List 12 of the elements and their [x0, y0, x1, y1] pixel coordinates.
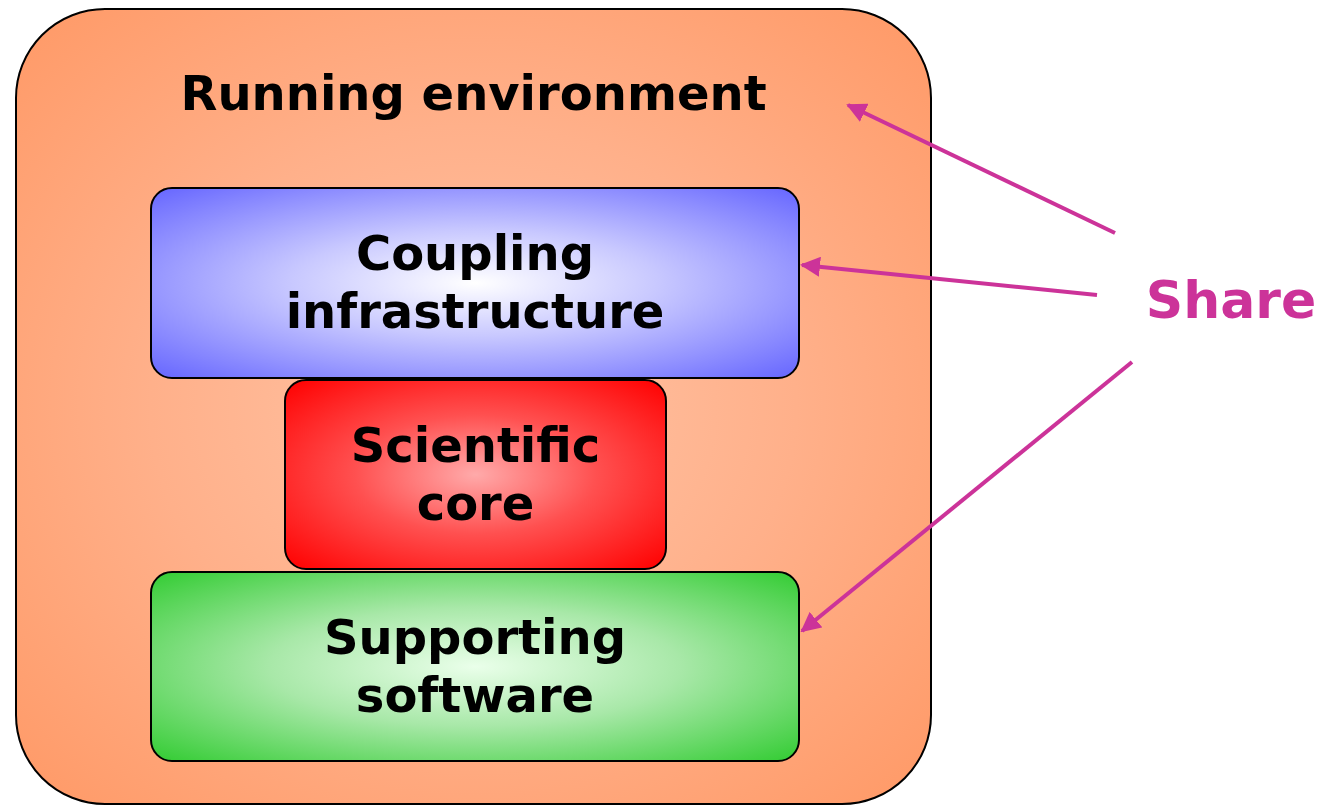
share-label: Share: [1145, 268, 1317, 332]
layer-box: [150, 187, 800, 379]
layer-box: [150, 571, 800, 762]
arrow: [800, 360, 1134, 633]
arrow: [846, 103, 1116, 235]
layer-label: Scientific core: [349, 416, 602, 533]
container-box: [15, 8, 932, 805]
layer-label: Supporting software: [322, 608, 627, 725]
layer-label: Coupling infrastructure: [284, 225, 666, 341]
layer-box: [284, 379, 667, 570]
arrow: [800, 256, 1098, 297]
layer-label: Running environment: [180, 65, 767, 123]
